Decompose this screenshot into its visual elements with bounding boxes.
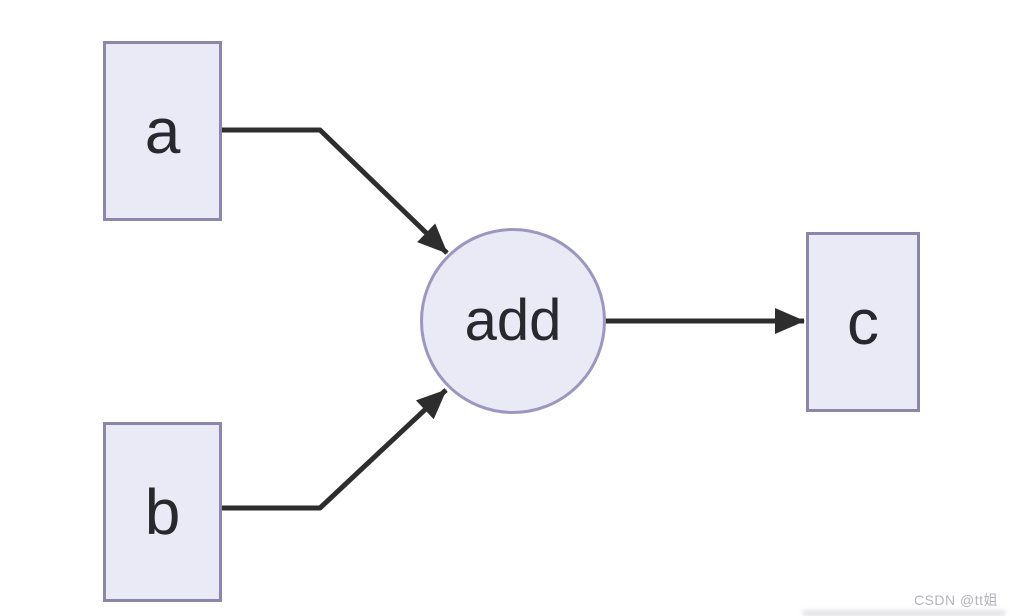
node-c-label: c: [847, 286, 879, 358]
artifact-smudge: [802, 610, 1006, 616]
edge-b-to-add: [222, 388, 448, 511]
node-add-label: add: [464, 288, 562, 353]
node-add: add: [420, 228, 606, 414]
node-c: c: [806, 232, 920, 412]
watermark: CSDN @tt姐: [913, 592, 998, 608]
node-a: a: [103, 41, 222, 221]
node-b-label: b: [144, 476, 181, 548]
edge-a-to-add: [222, 127, 449, 255]
node-a-label: a: [144, 95, 181, 167]
node-b: b: [103, 422, 222, 602]
